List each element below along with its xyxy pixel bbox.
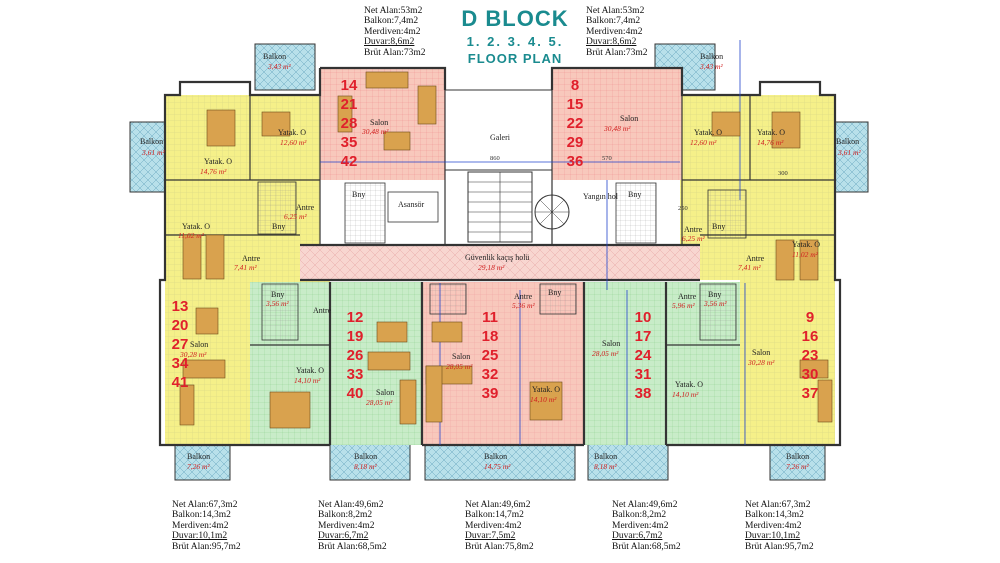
yatak-label: Yatak. O	[278, 128, 307, 137]
yatak-label: Yatak. O	[182, 222, 211, 231]
bny-label: Bny	[628, 190, 642, 199]
antre-label: Antre	[746, 254, 765, 263]
stat-brut: Brüt Alan:73m2	[364, 47, 426, 58]
bny-label: Bny	[712, 222, 726, 231]
dim-label: 570	[602, 155, 612, 162]
yatak-label: Yatak. O	[204, 157, 233, 166]
antre-label: Antre	[242, 254, 261, 263]
stat-merdiven: Merdiven:4m2	[364, 26, 421, 37]
balkon-label: Balkon	[484, 452, 508, 461]
galeri-label: Galeri	[490, 133, 510, 142]
dim-label: 860	[490, 155, 500, 162]
antre-label: Antre	[313, 306, 332, 315]
stats-bottom-3: Net Alan:49,6m2 Balkon:14,7m2 Merdiven:4…	[465, 500, 534, 552]
stats-bottom-1: Net Alan:67,3m2 Balkon:14,3m2 Merdiven:4…	[172, 500, 241, 552]
salon-label: Salon	[376, 388, 395, 397]
stat-brut: Brüt Alan:73m2	[586, 47, 648, 58]
bny-label: Bny	[271, 290, 285, 299]
stat-duvar: Duvar:8,6m2	[364, 37, 415, 48]
antre-label: Antre	[678, 292, 697, 301]
yatak-label: Yatak. O	[694, 128, 723, 137]
bny-label: Bny	[272, 222, 286, 231]
yatak-label: Yatak. O	[675, 380, 704, 389]
guvenlik-label: Güvenlik kaçış holü	[465, 253, 530, 262]
salon-label: Salon	[752, 348, 771, 357]
plan-title: D BLOCK 1. 2. 3. 4. 5. FLOOR PLAN	[440, 6, 590, 66]
dim-label: 250	[678, 205, 688, 212]
balkon-label: Balkon	[354, 452, 378, 461]
bny-label: Bny	[708, 290, 722, 299]
balkon-label: Balkon	[700, 52, 724, 61]
stats-top-left: Net Alan:53m2 Balkon:7,4m2 Merdiven:4m2 …	[364, 6, 426, 58]
stat-balkon: Balkon:7,4m2	[586, 16, 641, 27]
stat-net: Net Alan:53m2	[364, 6, 423, 16]
yatak-label: Yatak. O	[792, 240, 821, 249]
balkon-label: Balkon	[786, 452, 810, 461]
galeri	[444, 89, 553, 171]
floor-plan-label: FLOOR PLAN	[467, 51, 563, 66]
stats-bottom-4: Net Alan:49,6m2 Balkon:8,2m2 Merdiven:4m…	[612, 500, 681, 552]
bny-label: Bny	[548, 288, 562, 297]
antre-label: Antre	[296, 203, 315, 212]
stats-bottom-5: Net Alan:67,3m2 Balkon:14,3m2 Merdiven:4…	[745, 500, 814, 552]
balkon-label: Balkon	[187, 452, 211, 461]
block-title: D BLOCK	[461, 6, 569, 31]
stat-merdiven: Merdiven:4m2	[586, 26, 643, 37]
yatak-label: Yatak. O	[757, 128, 786, 137]
stat-duvar: Duvar:8,6m2	[586, 37, 637, 48]
antre-label: Antre	[684, 225, 703, 234]
stat-net: Net Alan:53m2	[586, 6, 645, 16]
antre-label: Antre	[514, 292, 533, 301]
salon-label: Salon	[370, 118, 389, 127]
yatak-label: Yatak. O	[296, 366, 325, 375]
floors-label: 1. 2. 3. 4. 5.	[466, 34, 564, 49]
salon-label: Salon	[602, 339, 621, 348]
salon-label: Salon	[190, 340, 209, 349]
stat-balkon: Balkon:7,4m2	[364, 16, 419, 27]
stats-bottom-2: Net Alan:49,6m2 Balkon:8,2m2 Merdiven:4m…	[318, 500, 387, 552]
balkon-label: Balkon	[594, 452, 618, 461]
asansor-label: Asansör	[398, 200, 425, 209]
yangin-label: Yangın hol	[583, 192, 618, 201]
yatak-label: Yatak. O	[532, 385, 561, 394]
salon-label: Salon	[620, 114, 639, 123]
balkon-label: Balkon	[263, 52, 287, 61]
balkon-label: Balkon	[836, 137, 860, 146]
salon-label: Salon	[452, 352, 471, 361]
stats-top-right: Net Alan:53m2 Balkon:7,4m2 Merdiven:4m2 …	[586, 6, 648, 58]
bny-label: Bny	[352, 190, 366, 199]
dim-label: 300	[778, 170, 788, 177]
balkon-label: Balkon	[140, 137, 164, 146]
